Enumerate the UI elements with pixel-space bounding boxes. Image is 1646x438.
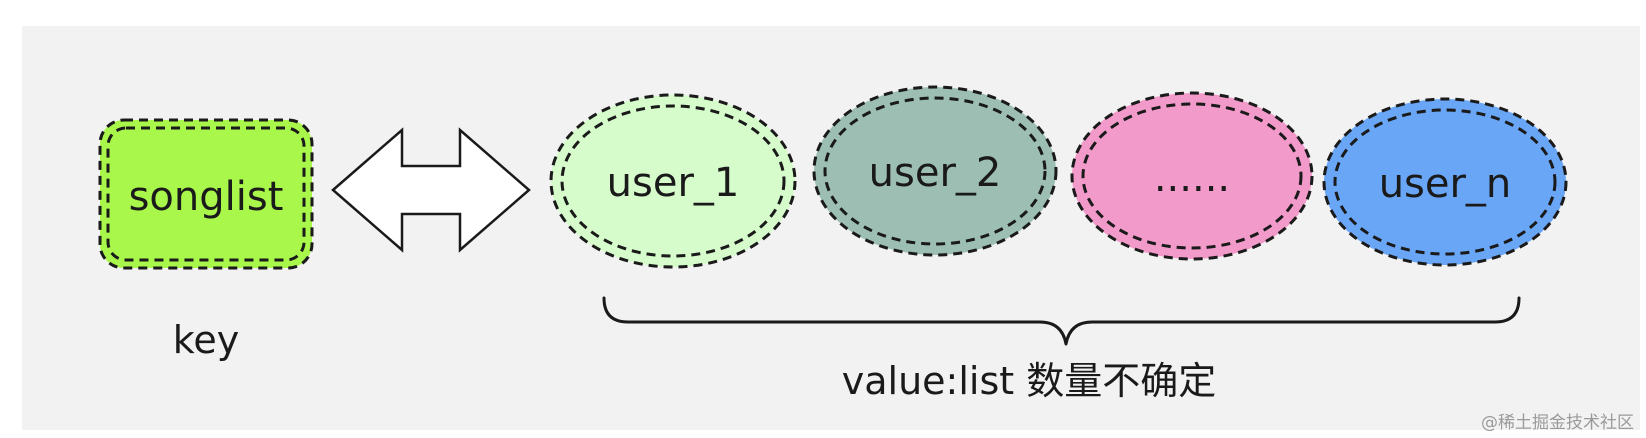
value-node-border-inner (1333, 108, 1557, 256)
key-node-label: songlist (129, 174, 284, 220)
key-node-border-inner (106, 126, 306, 262)
value-node-label: user_2 (869, 150, 1002, 196)
value-node: user_n (1322, 97, 1568, 267)
value-node-border-outer (812, 85, 1058, 257)
bidirectional-arrow-icon (331, 127, 531, 253)
value-node-border-inner (823, 96, 1047, 246)
value-node-fill (1324, 99, 1566, 265)
value-node-label: user_1 (607, 160, 740, 206)
value-node-border-inner (560, 104, 786, 258)
watermark: @稀土掘金技术社区 (1481, 413, 1634, 433)
value-node: user_2 (812, 85, 1058, 257)
value-node-fill (551, 95, 795, 267)
value-node-border-inner (1081, 102, 1303, 250)
value-node-fill (1072, 93, 1312, 259)
value-node: ...... (1070, 91, 1314, 261)
value-node-border-outer (549, 93, 797, 269)
value-node-border-outer (1322, 97, 1568, 267)
value-caption: value:list 数量不确定 (842, 359, 1217, 403)
value-node-label: user_n (1379, 161, 1512, 207)
key-node: songlist (98, 118, 314, 270)
value-brace (602, 296, 1521, 346)
value-node: user_1 (549, 93, 797, 269)
value-node-border-outer (1070, 91, 1314, 261)
key-caption: key (173, 318, 240, 362)
key-node-box (100, 120, 312, 268)
value-node-fill (814, 87, 1056, 255)
value-node-label: ...... (1154, 155, 1230, 201)
key-node-border-outer (98, 118, 314, 270)
